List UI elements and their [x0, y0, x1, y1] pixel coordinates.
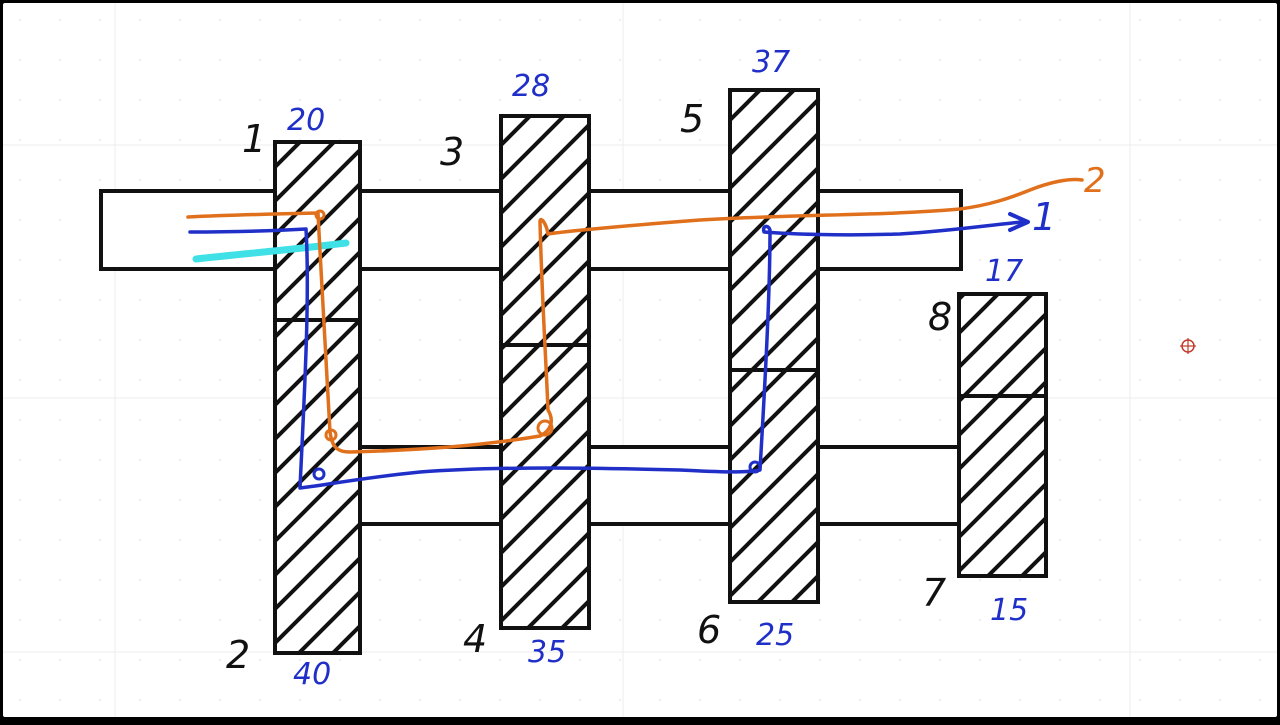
gear-number-2: 2	[226, 633, 250, 677]
power-path-1	[188, 220, 1024, 490]
gear-number-8: 8	[928, 295, 952, 339]
cyan-highlight-stroke	[192, 239, 350, 263]
path-1-label: 1	[1032, 195, 1056, 239]
gear-number-3: 3	[440, 130, 464, 174]
gear-number-1: 1	[242, 117, 266, 161]
path-2-label: 2	[1084, 161, 1106, 201]
teeth-count-z2: 40	[293, 657, 331, 692]
teeth-count-z4: 35	[528, 635, 566, 670]
gear-number-6: 6	[697, 608, 721, 652]
power-path-2	[186, 177, 1084, 454]
grid-lines	[3, 3, 1277, 717]
gear-pair-8-7	[957, 292, 1048, 578]
teeth-count-z8: 17	[985, 254, 1023, 289]
teeth-count-z3: 28	[512, 69, 550, 104]
arrowhead-icon	[1008, 212, 1030, 232]
gear-pair-5-6	[728, 88, 820, 604]
crosshair-icon[interactable]	[1180, 338, 1196, 354]
dot-grid	[3, 3, 1277, 717]
gear-number-5: 5	[680, 97, 704, 141]
teeth-count-z1: 20	[287, 103, 325, 138]
gear-number-7: 7	[922, 571, 946, 615]
gear-number-4: 4	[463, 617, 487, 661]
teeth-count-z6: 25	[756, 618, 794, 653]
teeth-count-z7: 15	[990, 593, 1028, 628]
countershaft	[328, 445, 1032, 526]
teeth-count-z5: 37	[752, 45, 790, 80]
